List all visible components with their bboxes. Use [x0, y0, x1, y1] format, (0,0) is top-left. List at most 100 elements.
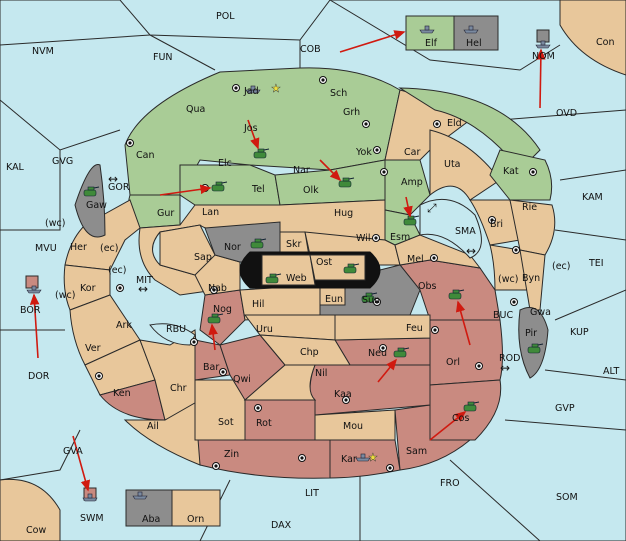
label-tei: TEI	[588, 258, 604, 269]
label-nom: NOM	[532, 51, 555, 62]
label-bor: BOR	[20, 305, 41, 316]
label-grh: Grh	[343, 107, 360, 118]
region-orn[interactable]	[171, 489, 221, 527]
label-pir: Pir	[525, 328, 537, 339]
label-ec-3: (ec)	[552, 261, 570, 272]
label-rbu: RBU	[166, 324, 186, 335]
label-uta: Uta	[444, 159, 461, 170]
label-ver: Ver	[85, 343, 101, 354]
label-rod: ROD	[499, 353, 520, 364]
label-hug: Hug	[334, 208, 353, 219]
region-nil[interactable]	[243, 364, 317, 401]
label-elc: Elc	[218, 158, 232, 169]
label-esm: Esm	[390, 232, 410, 243]
label-nab: Nab	[208, 283, 227, 294]
label-cob: COB	[300, 44, 321, 55]
label-olk: Olk	[303, 185, 319, 196]
label-sun: Sun	[362, 295, 380, 306]
label-gwa: Gwa	[530, 307, 551, 318]
region-kat[interactable]	[489, 149, 553, 201]
label-gvg: GVG	[52, 156, 73, 167]
label-kam: KAM	[582, 192, 603, 203]
label-sot: Sot	[218, 417, 234, 428]
label-sap: Sap	[194, 252, 212, 263]
label-tel: Tel	[251, 184, 265, 195]
label-jad: Jad	[243, 86, 259, 97]
label-sch: Sch	[330, 88, 347, 99]
label-bar: Bar	[203, 362, 219, 373]
double-arrow-icon: ↔	[500, 361, 510, 375]
label-ec-2: (ec)	[108, 265, 126, 276]
region-gwa[interactable]	[519, 249, 546, 311]
coast-links: ↔ ↔ ↔ ↔ ⤢	[108, 172, 510, 375]
label-orn: Orn	[187, 514, 204, 525]
label-ovd: OVD	[556, 108, 577, 119]
label-her: Her	[70, 242, 87, 253]
label-rot: Rot	[256, 418, 272, 429]
label-gaw: Gaw	[86, 200, 107, 211]
label-alt: ALT	[603, 366, 619, 377]
label-kar: Kar	[341, 454, 357, 465]
label-ost: Ost	[316, 257, 332, 268]
double-arrow-icon: ↔	[466, 244, 476, 258]
label-uru: Uru	[256, 324, 273, 335]
landmass	[63, 67, 556, 479]
label-skr: Skr	[286, 239, 302, 250]
label-orl: Orl	[446, 357, 460, 368]
region-tel[interactable]	[179, 164, 281, 206]
label-kor: Kor	[80, 283, 96, 294]
label-con: Con	[596, 37, 614, 48]
region-sma[interactable]	[419, 198, 482, 259]
label-wc-1: (wc)	[45, 218, 65, 229]
label-qwi: Qwi	[233, 374, 251, 385]
region-eld[interactable]	[398, 87, 541, 171]
label-kup: KUP	[570, 327, 589, 338]
label-ec-1: (ec)	[100, 243, 118, 254]
label-obs: Obs	[418, 281, 437, 292]
region-nom[interactable]	[536, 29, 550, 43]
label-can: Can	[136, 150, 154, 161]
region-ost[interactable]	[309, 254, 366, 281]
label-wc-2: (wc)	[55, 290, 75, 301]
label-sma: SMA	[455, 226, 476, 237]
label-gor: GOR	[108, 182, 130, 193]
label-lan: Lan	[202, 207, 219, 218]
region-pir[interactable]	[518, 307, 549, 379]
label-web: Web	[286, 273, 307, 284]
label-nar: Nar	[293, 165, 310, 176]
label-aba: Aba	[142, 514, 160, 525]
region-gaw[interactable]	[74, 164, 106, 238]
label-swm: SWM	[80, 513, 104, 524]
label-zin: Zin	[224, 449, 239, 460]
label-gva: GVA	[63, 446, 83, 457]
double-arrow-icon: ↔	[108, 172, 118, 186]
label-rie: Rie	[522, 202, 537, 213]
label-cow: Cow	[26, 525, 46, 536]
region-labels: POL NVM FUN COB Elf Hel NOM Con OVD KAL …	[6, 11, 619, 536]
label-kaa: Kaa	[334, 389, 352, 400]
region-byn[interactable]	[489, 244, 531, 291]
label-yok: Yok	[355, 147, 372, 158]
label-kat: Kat	[503, 166, 519, 177]
region-sam[interactable]	[394, 404, 472, 471]
label-nvm: NVM	[32, 46, 54, 57]
diagonal-arrow-icon: ⤢	[426, 201, 437, 215]
label-fun: FUN	[153, 52, 173, 63]
region-sot[interactable]	[194, 379, 246, 441]
label-sam: Sam	[406, 446, 427, 457]
label-buc: BUC	[493, 310, 513, 321]
label-fro: FRO	[440, 478, 460, 489]
region-cow[interactable]	[0, 478, 61, 541]
region-zin[interactable]	[189, 439, 331, 479]
label-pol: POL	[216, 11, 235, 22]
label-gur: Gur	[157, 208, 174, 219]
label-jos: Jos	[243, 123, 258, 134]
label-amp: Amp	[401, 177, 423, 188]
region-feu[interactable]	[334, 314, 431, 341]
region-chp[interactable]	[258, 334, 351, 366]
label-nor: Nor	[224, 242, 241, 253]
label-eun: Eun	[325, 294, 343, 305]
label-som: SOM	[556, 492, 578, 503]
